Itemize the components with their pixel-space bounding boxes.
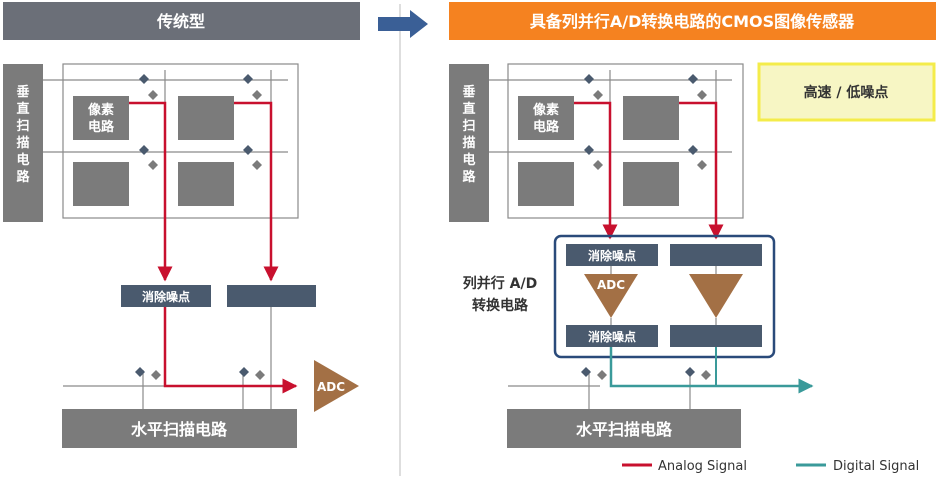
right-analog-path-1	[574, 101, 618, 240]
svg-text:直: 直	[462, 101, 475, 117]
right-adc-triangle-1	[584, 274, 638, 318]
svg-text:路: 路	[462, 169, 476, 185]
column-adc-label-line2: 转换电路	[472, 297, 529, 314]
left-analog-output-path	[163, 307, 298, 394]
left-adc-label: ADC	[317, 380, 345, 394]
column-adc-frame	[553, 234, 776, 359]
left-analog-path-2	[234, 101, 279, 282]
transition-arrow	[378, 10, 428, 38]
feature-label: 高速 / 低噪点	[804, 84, 889, 101]
left-vertical-scan-label: 垂 直 扫 描 电 路	[16, 84, 30, 185]
svg-text:垂: 垂	[462, 84, 475, 100]
right-header-title: 具备列并行A/D转换电路的CMOS图像传感器	[530, 12, 855, 31]
legend-analog-label: Analog Signal	[658, 459, 747, 474]
left-bus-switch-icons	[135, 367, 265, 380]
left-pixel-array-frame	[62, 63, 299, 219]
svg-text:电: 电	[16, 152, 29, 168]
svg-text:扫: 扫	[16, 118, 29, 134]
right-pixel-cell-1	[518, 96, 574, 140]
left-header-bar	[3, 2, 360, 40]
left-horizontal-scan-block	[62, 409, 297, 448]
left-pixel-label-line2: 电路	[88, 119, 115, 135]
right-transistor-icons	[584, 74, 707, 170]
right-digital-output-path	[609, 347, 814, 394]
right-adc-triangle-2	[689, 274, 743, 318]
right-bus-switch-icons	[581, 367, 711, 380]
left-vertical-scan-block	[3, 64, 43, 222]
legend-digital-label: Digital Signal	[833, 459, 919, 474]
right-pixel-cell-2	[623, 96, 679, 140]
left-noise-block-2	[227, 285, 316, 307]
svg-text:直: 直	[16, 101, 29, 117]
right-noise-bottom-block-2	[670, 325, 762, 347]
left-pixel-cell-1	[73, 96, 129, 140]
right-pixel-cell-4	[623, 162, 679, 206]
svg-text:描: 描	[16, 135, 29, 151]
right-horizontal-scan-label: 水平扫描电路	[576, 420, 673, 439]
left-panel: 传统型 垂 直 扫 描 电 路 像素 电路	[3, 2, 360, 448]
right-noise-top-block-2	[670, 244, 762, 266]
right-noise-top-label: 消除噪点	[588, 248, 636, 263]
left-horizontal-scan-label: 水平扫描电路	[131, 420, 228, 439]
left-analog-path-1	[129, 101, 173, 282]
right-pixel-cell-3	[518, 162, 574, 206]
right-pixel-label-line1: 像素	[533, 102, 559, 118]
left-adc-triangle	[314, 360, 359, 412]
svg-text:垂: 垂	[16, 84, 29, 100]
left-noise-label: 消除噪点	[142, 289, 190, 304]
left-pixel-label-line1: 像素	[88, 102, 114, 118]
column-adc-label-line1: 列并行 A/D	[463, 275, 537, 292]
right-panel: 具备列并行A/D转换电路的CMOS图像传感器 垂 直 扫 描 电 路 像素 电路	[449, 2, 936, 448]
right-noise-bottom-label: 消除噪点	[588, 329, 636, 344]
left-pixel-cell-3	[73, 162, 129, 206]
feature-box	[757, 62, 936, 122]
right-vertical-scan-label: 垂 直 扫 描 电 路	[462, 84, 476, 185]
svg-text:电: 电	[462, 152, 475, 168]
legend: Analog Signal Digital Signal	[622, 459, 919, 474]
svg-text:扫: 扫	[462, 118, 475, 134]
right-noise-top-block-1	[566, 244, 658, 266]
right-header-bar	[449, 2, 936, 40]
right-analog-path-2	[679, 101, 724, 240]
right-noise-bottom-block-1	[566, 325, 658, 347]
right-horizontal-scan-block	[507, 409, 741, 448]
svg-text:路: 路	[16, 169, 30, 185]
right-adc-label: ADC	[597, 278, 625, 292]
svg-text:描: 描	[462, 135, 475, 151]
left-transistor-icons	[139, 74, 262, 170]
left-pixel-cell-2	[178, 96, 234, 140]
right-pixel-label-line2: 电路	[533, 119, 560, 135]
left-header-title: 传统型	[156, 12, 205, 31]
right-pixel-array-frame	[507, 63, 744, 219]
right-vertical-scan-block	[449, 64, 489, 222]
left-pixel-cell-4	[178, 162, 234, 206]
left-noise-block-1	[121, 285, 211, 307]
